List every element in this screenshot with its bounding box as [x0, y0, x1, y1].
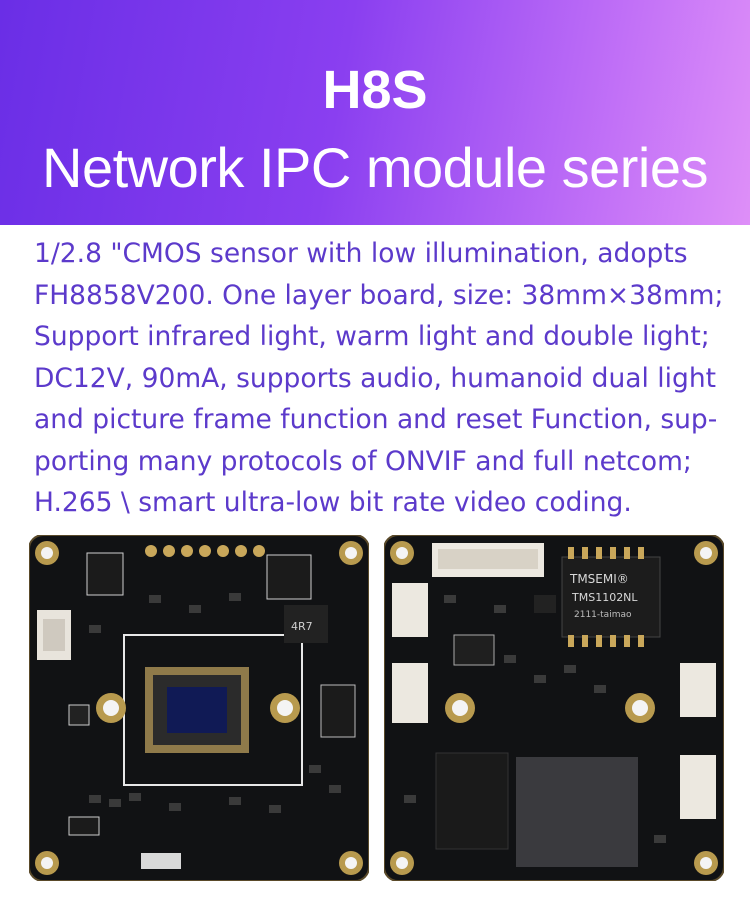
inductor-label: 4R7 — [291, 620, 313, 633]
description-line: Support infrared light, warm light and d… — [34, 321, 710, 352]
description-line: porting many protocols of ONVIF and full… — [34, 445, 692, 477]
chip-brand-label: TMSEMI® — [569, 572, 629, 586]
series-title: Network IPC module series — [42, 136, 708, 199]
chip-model-label: TMS1102NL — [571, 591, 638, 604]
chip-date-label: 2111-taimao — [574, 610, 632, 620]
model-title: H8S — [322, 60, 428, 120]
description-line: FH8858V200. One layer board, size: 38mm×… — [34, 279, 724, 311]
description-line: DC12V, 90mA, supports audio, humanoid du… — [34, 362, 716, 394]
sensor-board-photo: 4R7 — [29, 535, 369, 881]
description-line: 1/2.8 "CMOS sensor with low illumination… — [34, 238, 688, 269]
sensor-board-illustration: 4R7 — [29, 535, 369, 881]
title-banner: H8S Network IPC module series — [0, 0, 750, 225]
product-description: 1/2.8 "CMOS sensor with low illumination… — [34, 233, 724, 524]
network-board-illustration: TMSEMI® TMS1102NL 2111-taimao — [384, 535, 724, 881]
description-line: H.265 \ smart ultra-low bit rate video c… — [34, 487, 632, 518]
network-board-photo: TMSEMI® TMS1102NL 2111-taimao — [384, 535, 724, 881]
description-line: and picture frame function and reset Fun… — [34, 404, 718, 435]
